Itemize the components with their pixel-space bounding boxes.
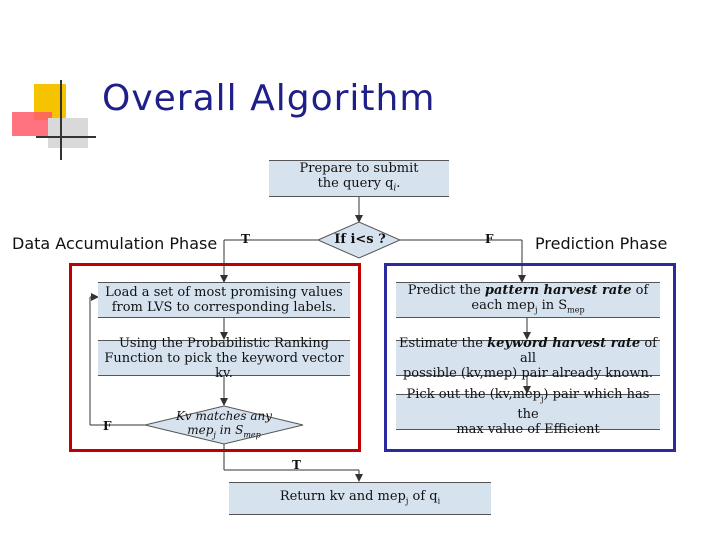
- branch-false-label: F: [485, 232, 494, 246]
- data-accumulation-phase-label: Data Accumulation Phase: [12, 234, 218, 253]
- load-values-line1: Load a set of most promising values: [105, 285, 343, 300]
- kv-match-line2: mepj in Smep: [187, 423, 261, 440]
- pick-out-box: Pick out the (kv,mepj) pair which has th…: [396, 387, 660, 437]
- logo-line-horizontal: [36, 136, 96, 138]
- data-accumulation-region: [69, 263, 361, 452]
- predict-line1: Predict the pattern harvest rate of: [407, 282, 649, 298]
- decision-top-text: If i<s ?: [334, 232, 386, 247]
- return-box: Return kv and mepj of qi: [229, 482, 491, 515]
- load-values-line2: from LVS to corresponding labels.: [111, 300, 337, 315]
- load-values-box: Load a set of most promising values from…: [98, 282, 350, 318]
- probabilistic-ranking-box: Using the Probabilistic Ranking Function…: [98, 336, 350, 381]
- logo-square-pink: [12, 112, 52, 136]
- pick-line2: max value of Efficient: [456, 421, 600, 437]
- loop-false-label: F: [103, 419, 112, 433]
- branch-true-label: T: [241, 232, 250, 246]
- estimate-line2: possible (kv,mep) pair already known.: [402, 365, 654, 381]
- ranking-line1: Using the Probabilistic Ranking: [118, 335, 330, 351]
- prepare-query-box: Prepare to submit the query qi.: [269, 160, 449, 197]
- pick-line1: Pick out the (kv,mepj) pair which has th…: [406, 387, 650, 422]
- estimate-keyword-box: Estimate the keyword harvest rate of all…: [396, 336, 660, 381]
- decision-diamond-top: [316, 221, 402, 259]
- slide-title: Overall Algorithm: [102, 78, 436, 119]
- predict-pattern-box: Predict the pattern harvest rate of each…: [396, 282, 660, 318]
- ranking-line2: Function to pick the keyword vector kv.: [104, 350, 344, 381]
- prepare-line2: the query qi.: [317, 175, 401, 194]
- estimate-line1: Estimate the keyword harvest rate of all: [399, 335, 657, 366]
- kv-match-line1: Kv matches any: [175, 409, 273, 423]
- prepare-line1: Prepare to submit: [299, 160, 419, 176]
- logo-square-gray: [48, 118, 88, 148]
- kv-match-decision-text: Kv matches any mepj in Smep: [164, 409, 284, 442]
- return-text: Return kv and mepj of qi: [279, 488, 441, 506]
- prediction-region: [384, 263, 676, 452]
- prediction-phase-label: Prediction Phase: [535, 234, 668, 253]
- predict-line2: each mepj in Smep: [471, 297, 585, 315]
- logo-line-vertical: [60, 80, 62, 160]
- exit-true-label: T: [292, 458, 301, 472]
- decision-diamond-left: [144, 405, 304, 445]
